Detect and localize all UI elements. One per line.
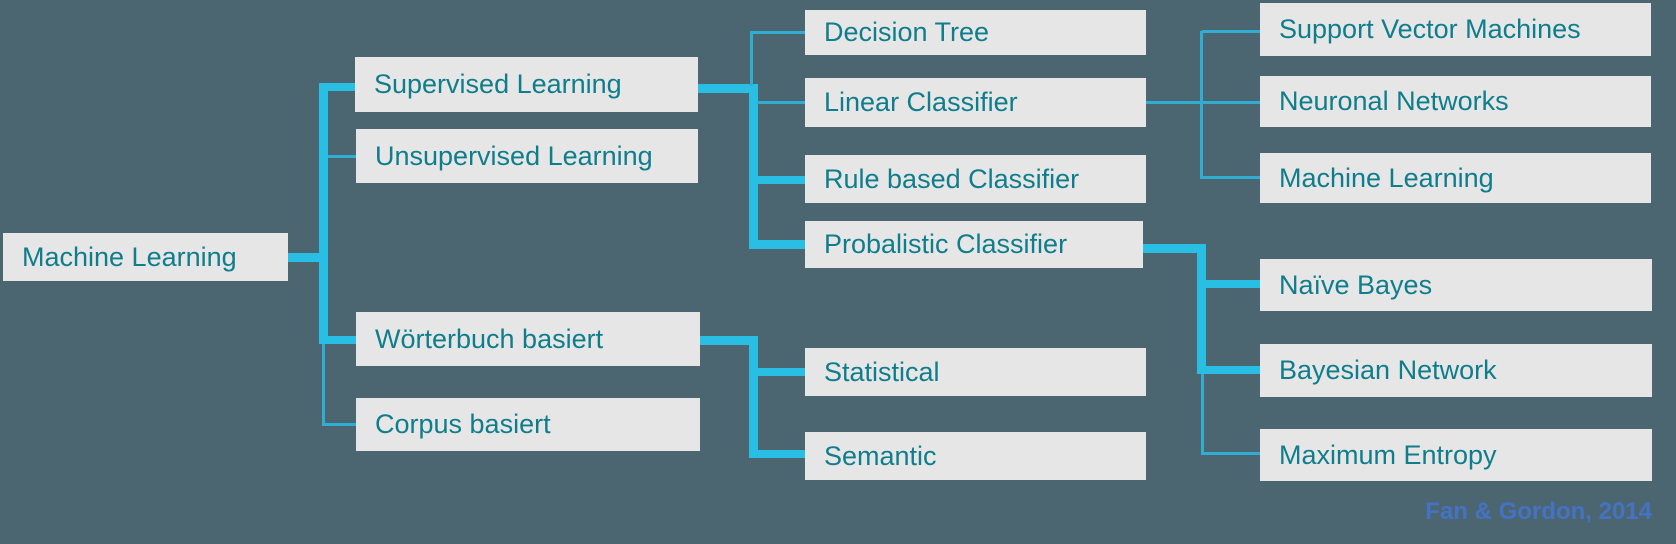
node-neuronal-networks: Neuronal Networks — [1260, 76, 1651, 127]
connector-supervised-trunk-upper — [750, 31, 753, 86]
connector-to-decision-tree — [752, 31, 805, 34]
connector-to-statistical — [757, 368, 805, 376]
connector-to-supervised — [326, 83, 356, 91]
node-bayesian-network: Bayesian Network — [1260, 344, 1652, 397]
node-naive-bayes: Naïve Bayes — [1260, 259, 1652, 311]
node-probalistic-classifier: Probalistic Classifier — [805, 221, 1143, 268]
connector-to-corpus — [323, 423, 356, 426]
connector-woerterbuch-out — [700, 336, 758, 345]
node-support-vector-machines: Support Vector Machines — [1260, 3, 1651, 56]
node-machine-learning-leaf: Machine Learning — [1260, 153, 1651, 203]
connector-to-naive-bayes — [1205, 280, 1260, 288]
connector-to-rule-based — [757, 176, 805, 184]
node-rule-based-classifier: Rule based Classifier — [805, 155, 1146, 203]
node-statistical: Statistical — [805, 348, 1146, 396]
citation-text: Fan & Gordon, 2014 — [1425, 498, 1652, 525]
connector-root-to-trunk — [288, 253, 321, 262]
node-corpus-basiert: Corpus basiert — [356, 398, 700, 451]
node-linear-classifier: Linear Classifier — [805, 78, 1146, 127]
connector-supervised-trunk-vertical — [749, 88, 758, 249]
connector-probalistic-out — [1143, 244, 1206, 253]
connector-supervised-out — [698, 84, 758, 93]
connector-to-semantic — [755, 450, 805, 458]
node-woerterbuch-basiert: Wörterbuch basiert — [356, 312, 700, 366]
connector-root-trunk-vertical — [319, 83, 328, 344]
node-semantic: Semantic — [805, 432, 1146, 480]
node-supervised-learning: Supervised Learning — [355, 57, 698, 112]
connector-probalistic-trunk-vertical — [1197, 244, 1206, 374]
connector-linear-trunk-vertical — [1200, 31, 1203, 179]
connector-to-probalistic — [755, 240, 805, 249]
node-decision-tree: Decision Tree — [805, 10, 1146, 55]
connector-to-linear-classifier — [757, 101, 805, 104]
connector-to-bayesian-network — [1205, 366, 1260, 374]
node-machine-learning-root: Machine Learning — [3, 233, 288, 281]
connector-to-maximum-entropy — [1203, 452, 1260, 455]
connector-to-machine-learning-leaf — [1202, 176, 1260, 179]
node-unsupervised-learning: Unsupervised Learning — [356, 129, 698, 183]
connector-probalistic-trunk-lower — [1201, 374, 1204, 455]
connector-to-svm — [1202, 30, 1260, 33]
connector-linear-out — [1146, 101, 1260, 104]
connector-woerterbuch-trunk-vertical — [749, 336, 758, 458]
connector-root-trunk-lower-vertical — [322, 344, 325, 426]
connector-to-unsupervised — [328, 155, 356, 158]
connector-to-woerterbuch — [326, 336, 356, 344]
node-maximum-entropy: Maximum Entropy — [1260, 429, 1652, 481]
